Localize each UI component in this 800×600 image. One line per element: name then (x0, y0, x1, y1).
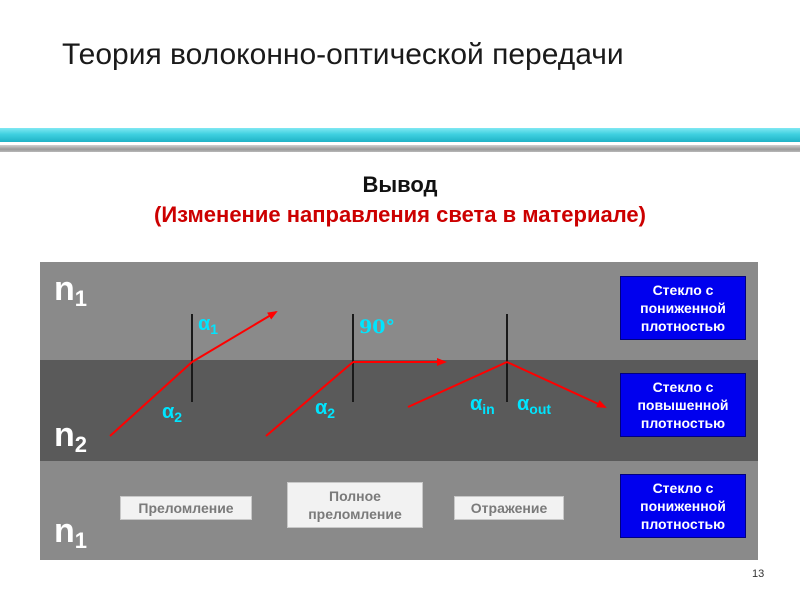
label-n1-top: n1 (54, 270, 88, 311)
angle-alpha2-total: α2 (315, 397, 336, 421)
label-reflection: Отражение (454, 496, 564, 520)
slide-title: Теория волоконно-оптической передачи (62, 38, 624, 71)
box-low-density-top: Стекло с пониженной плотностью (620, 276, 746, 340)
section-subheading: (Изменение направления света в материале… (154, 202, 646, 227)
section-heading: Вывод (362, 172, 438, 197)
page-number: 13 (752, 568, 765, 580)
label-n1-bottom: n1 (54, 512, 88, 553)
title-underline-cyan (0, 128, 800, 142)
angle-alpha-in: αin (470, 393, 495, 417)
angle-alpha2-refraction: α2 (162, 401, 183, 425)
angle-90-degrees: 90° (359, 316, 395, 338)
ray-refraction-incident (109, 361, 193, 437)
ray-total-incident (265, 361, 354, 437)
label-refraction: Преломление (120, 496, 252, 520)
ray-refraction-refracted (191, 310, 278, 363)
angle-alpha1: α1 (198, 313, 219, 337)
rays-svg (109, 310, 607, 437)
ray-reflection-incident (407, 361, 508, 408)
label-total-refraction: Полное преломление (287, 482, 423, 528)
box-high-density: Стекло с повышенной плотностью (620, 373, 746, 437)
refraction-diagram: n1 n2 n1 Стекло с пониженной плотностью … (40, 262, 758, 560)
title-underline-gray (0, 145, 800, 152)
box-low-density-bottom: Стекло с пониженной плотностью (620, 474, 746, 538)
ray-reflection-reflected (506, 361, 607, 408)
label-n2: n2 (54, 416, 88, 457)
angle-alpha-out: αout (517, 393, 552, 417)
